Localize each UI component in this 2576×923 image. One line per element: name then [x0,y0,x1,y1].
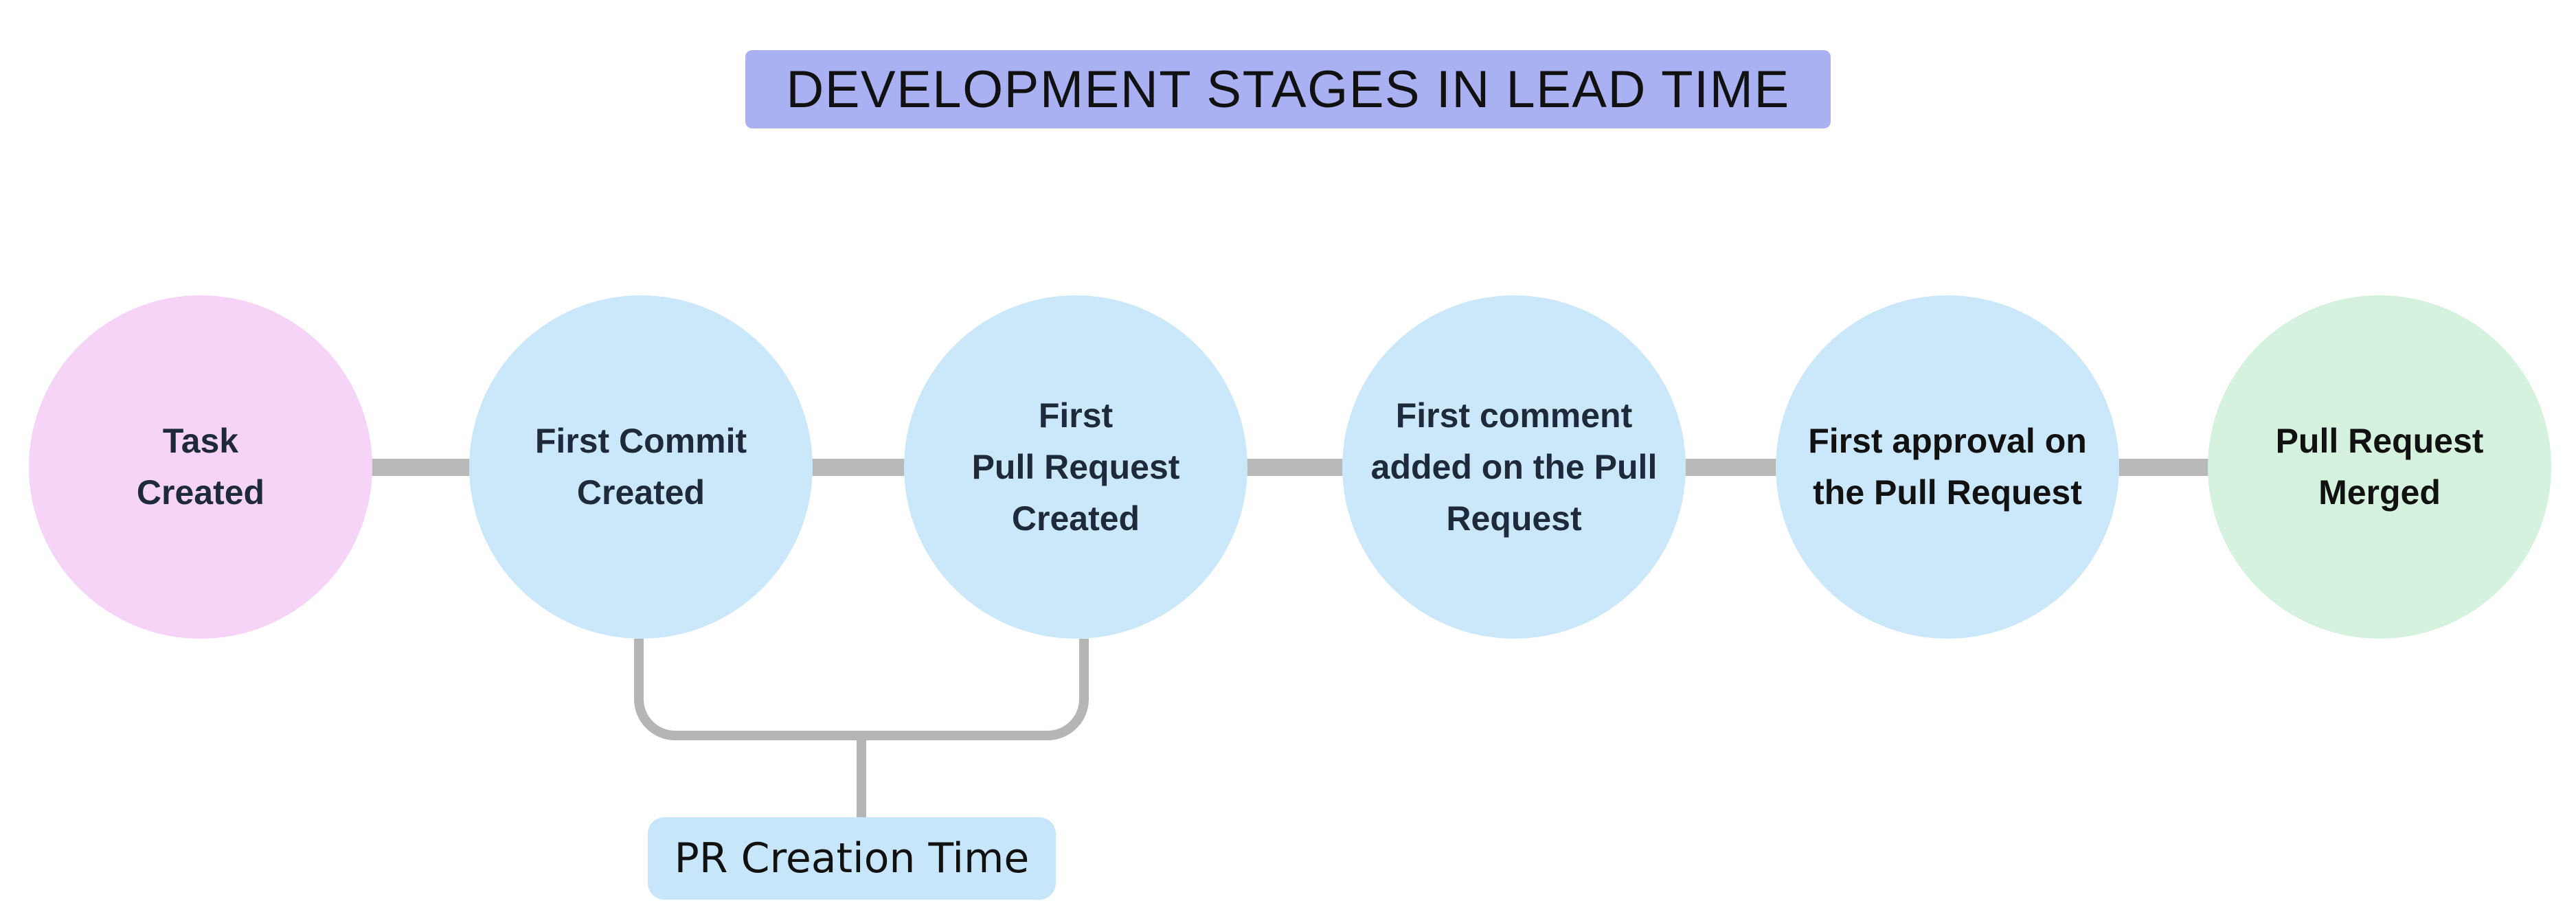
stage-node-first-approval: First approval on the Pull Request [1776,295,2119,639]
stage-node-first-comment-added: First comment added on the Pull Request [1342,295,1686,639]
stage-node-label: Pull Request Merged [2275,422,2484,512]
stage-node-label: First approval on the Pull Request [1808,422,2087,512]
pr-creation-time-bracket [634,639,1089,740]
pr-creation-time-label: PR Creation Time [648,817,1056,900]
stage-node-label: First Commit Created [534,422,747,512]
stage-node-pull-request-merged: Pull Request Merged [2208,295,2551,639]
stage-node-label: First Pull Request Created [971,396,1180,538]
page-title: DEVELOPMENT STAGES IN LEAD TIME [745,50,1831,128]
stage-node-first-commit-created: First Commit Created [469,295,813,639]
stage-node-label: Task Created [136,422,265,512]
stage-node-first-pull-request-created: First Pull Request Created [904,295,1247,639]
pr-creation-time-bracket-stem [857,736,866,820]
stage-node-label: First comment added on the Pull Request [1370,396,1658,538]
stage-node-task-created: Task Created [29,295,372,639]
